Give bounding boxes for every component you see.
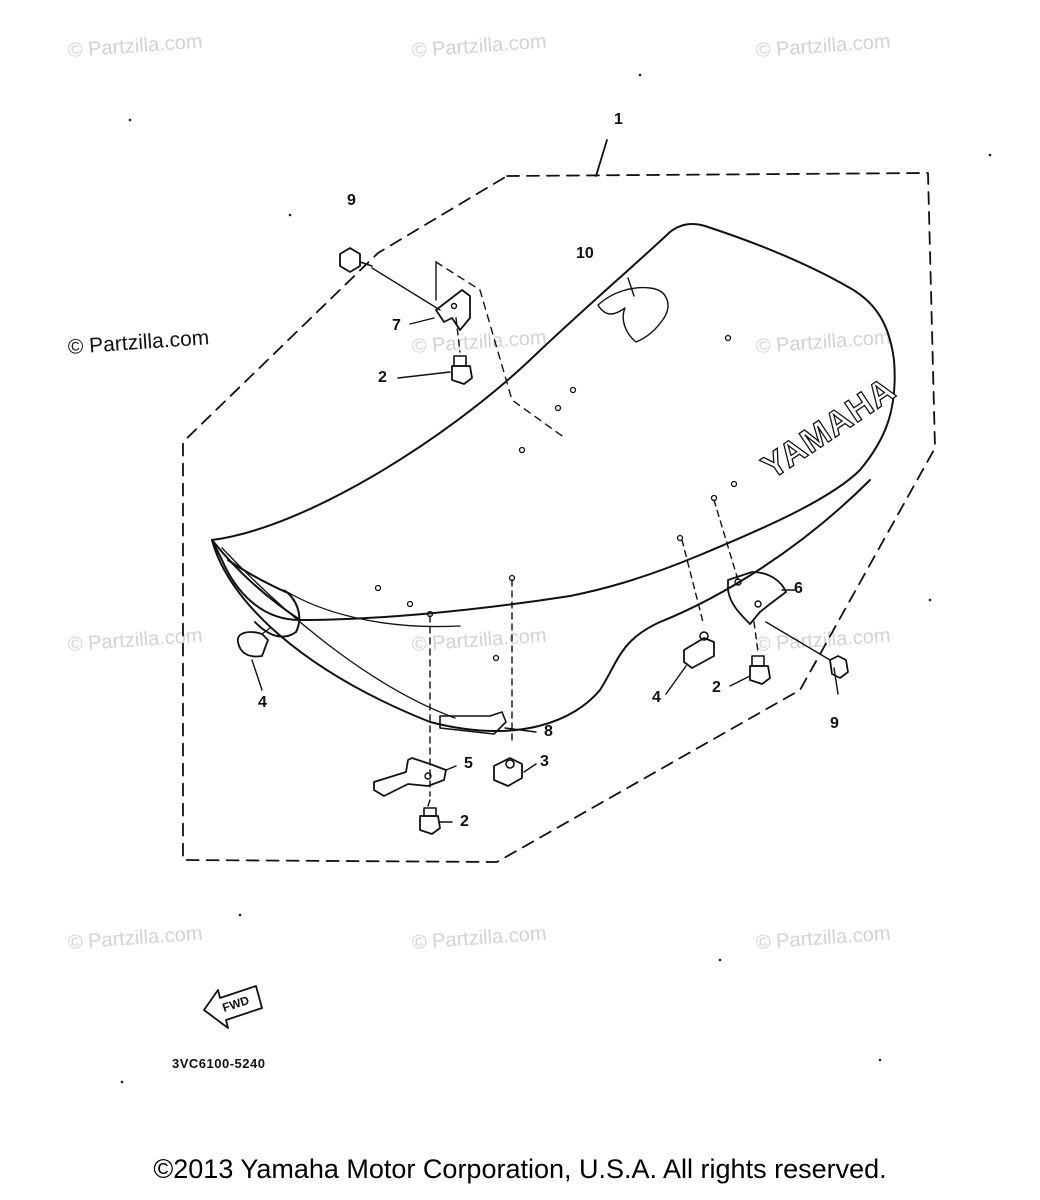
callout-10: 10: [576, 245, 594, 262]
scan-specks: [120, 73, 992, 1084]
part-code: 3VC6100-5240: [172, 1056, 266, 1071]
nut-part-2: [419, 807, 441, 835]
leader-line: [445, 765, 457, 771]
assembly-axis: [713, 499, 739, 581]
leader-line: [595, 139, 608, 177]
callout-5: 5: [464, 755, 473, 772]
assembly-axis: [681, 539, 704, 623]
callout-3: 3: [540, 753, 549, 770]
callout-4: 4: [258, 694, 267, 711]
callout-4: 4: [652, 689, 661, 706]
callout-6: 6: [794, 580, 803, 597]
bracket-part-5: [373, 757, 447, 797]
leader-line: [504, 727, 537, 733]
seat-lip: [283, 589, 461, 628]
nut-part-2: [749, 655, 771, 685]
assembly-axis: [427, 799, 431, 807]
leader-line: [627, 277, 635, 297]
callout-8: 8: [544, 723, 553, 740]
seat-outline: [211, 223, 896, 621]
bolt-part-9: [765, 621, 849, 695]
sticker-outline: [597, 286, 669, 343]
fwd-arrow-icon: [203, 985, 263, 1029]
bracket-part-6: [727, 571, 787, 625]
leader-line: [729, 675, 751, 687]
bracket-outline: [435, 261, 566, 439]
leader-line: [409, 317, 435, 325]
leader-line: [251, 659, 263, 691]
nut-part-2: [451, 355, 473, 385]
copyright-footer: ©2013 Yamaha Motor Corporation, U.S.A. A…: [153, 1154, 887, 1184]
clip-part-4: [237, 627, 271, 658]
leader-line: [665, 665, 687, 695]
callout-2: 2: [460, 813, 469, 830]
leader-line: [523, 763, 537, 773]
seat-front-edge: [227, 559, 301, 638]
bolt-part-9: [339, 247, 441, 311]
callout-1: 1: [614, 111, 623, 128]
clip-part-4: [683, 631, 715, 669]
callout-2: 2: [378, 369, 387, 386]
assembly-boundary: [182, 172, 936, 863]
seat-brand: YAMAHA: [755, 370, 902, 487]
leader-line: [397, 371, 451, 379]
nut-plate-part-3: [493, 757, 523, 787]
bracket-part-7: [435, 289, 471, 331]
assembly-axis: [455, 317, 461, 353]
callout-7: 7: [392, 317, 401, 334]
assembly-axis: [753, 621, 759, 653]
seat-lip: [221, 547, 456, 719]
callout-9: 9: [347, 192, 356, 209]
strip-part-8: [439, 711, 507, 735]
callout-2: 2: [712, 679, 721, 696]
callout-9: 9: [830, 715, 839, 732]
seat-skirt: [211, 479, 871, 732]
